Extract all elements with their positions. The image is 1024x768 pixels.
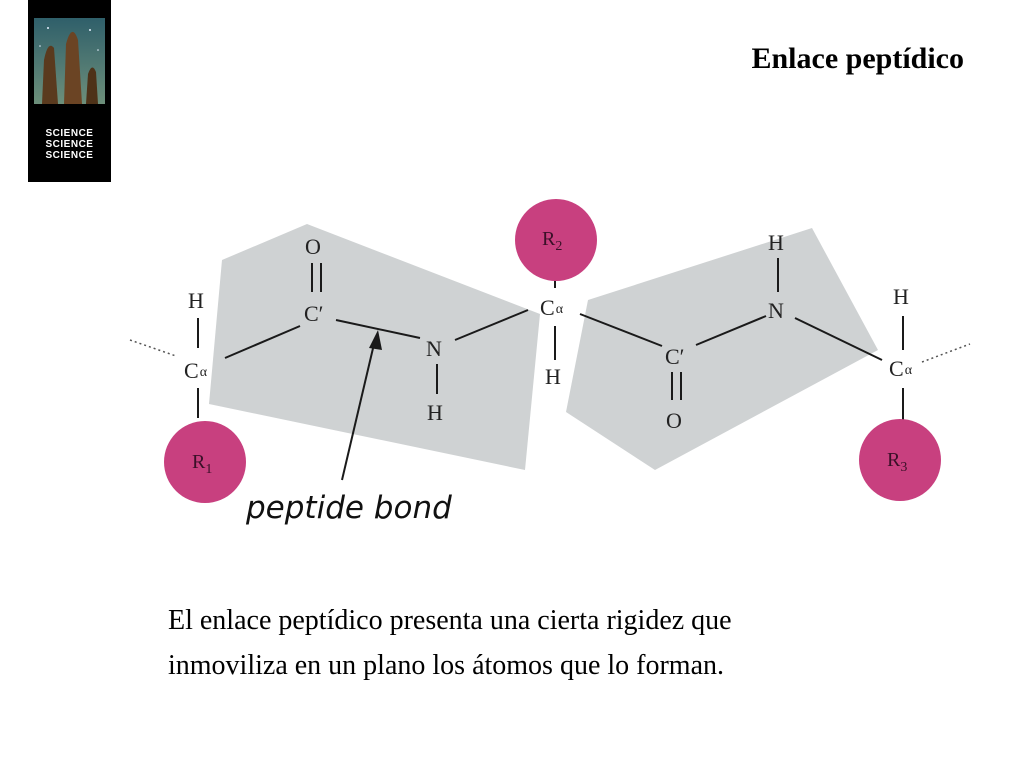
amide-plane-right (566, 228, 878, 470)
peptide-bond-diagram: H Cα R1 O C′ N H R2 Cα H C′ O H N H Cα R… (129, 199, 971, 526)
callout-arrowhead (369, 330, 382, 350)
logo-text-line: SCIENCE (45, 150, 94, 161)
r1-label: R1 (192, 451, 212, 477)
bond-c2-n2 (695, 315, 767, 346)
atom-h3: H (893, 284, 909, 309)
r1-group-circle (164, 421, 246, 503)
atom-ca2: Cα (540, 295, 564, 320)
caption-line: El enlace peptídico presenta una cierta … (168, 605, 732, 636)
callout-arrow-line (341, 343, 375, 481)
slide-title: Enlace peptídico (751, 42, 964, 75)
chain-continuation-left (129, 339, 177, 357)
atom-n2: N (768, 298, 784, 323)
logo-text-line: SCIENCE (45, 139, 94, 150)
atom-hn2: H (768, 230, 784, 255)
nebula-image (34, 18, 105, 104)
logo-text-line: SCIENCE (45, 128, 94, 139)
bond-ca1-c1 (224, 325, 301, 359)
r3-group-circle (859, 419, 941, 501)
atom-h1: H (188, 288, 204, 313)
r3-label: R3 (887, 449, 907, 475)
caption-line: inmoviliza en un plano los átomos que lo… (168, 650, 725, 681)
chain-continuation-right (921, 343, 971, 363)
slide-caption: El enlace peptídico presenta una cierta … (168, 598, 928, 688)
atom-hn1: H (427, 400, 443, 425)
bond-n1-ca2 (454, 309, 529, 341)
bonds (197, 258, 904, 420)
atom-o1: O (305, 234, 321, 259)
r2-label: R2 (542, 228, 562, 254)
atom-ca1: Cα (184, 358, 208, 383)
atom-c2: C′ (665, 344, 685, 369)
bond-ca2-c2 (579, 313, 663, 347)
atom-o2: O (666, 408, 682, 433)
atom-n1: N (426, 336, 442, 361)
science-logo: SCIENCE SCIENCE SCIENCE (28, 0, 111, 182)
peptide-bond-label: peptide bond (245, 490, 452, 526)
bond-c1-n1 (335, 319, 421, 339)
bond-n2-ca3 (794, 317, 883, 361)
r2-group-circle (515, 199, 597, 281)
atom-h2: H (545, 364, 561, 389)
atom-ca3: Cα (889, 356, 913, 381)
atom-c1: C′ (304, 301, 324, 326)
